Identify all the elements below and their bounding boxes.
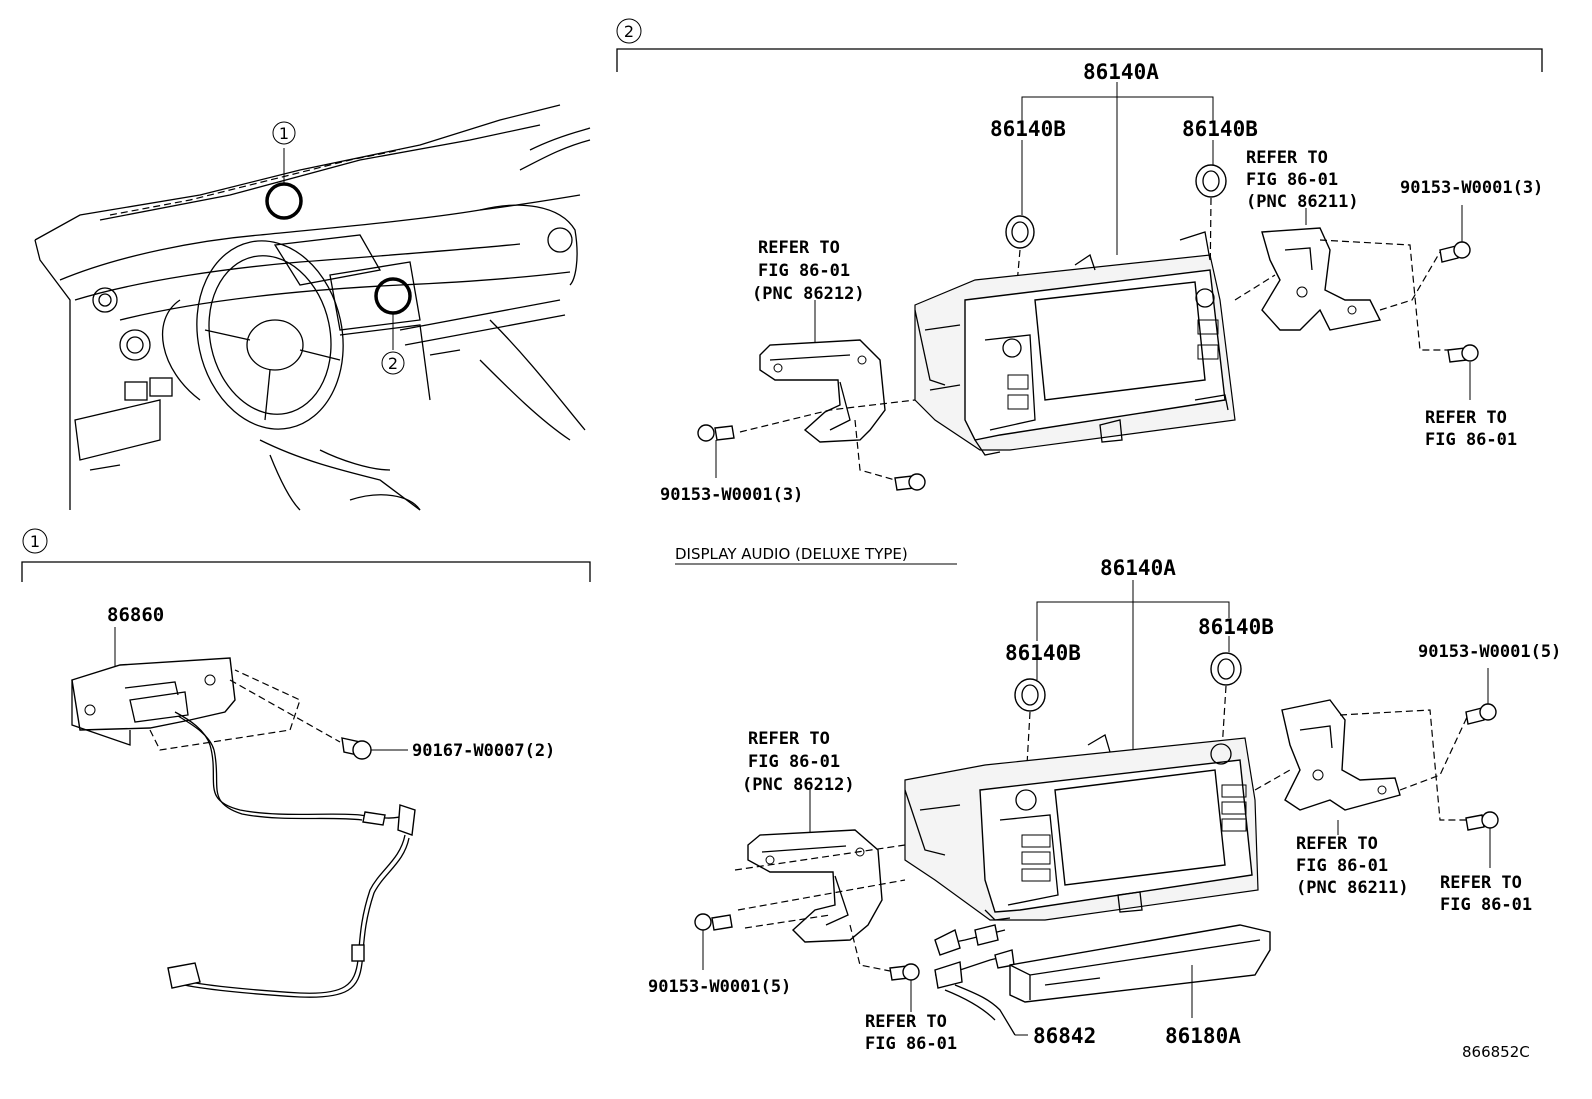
refer-top-right-line3: (PNC 86211) (1246, 192, 1359, 212)
label-86140b-bottom-left: 86140B (1005, 641, 1081, 665)
refer-top-left-line3: (PNC 86212) (752, 284, 865, 304)
label-86140b-top-left: 86140B (990, 117, 1066, 141)
refer-bottom-mid-line3: (PNC 86211) (1296, 878, 1409, 898)
label-90167-w0007: 90167-W0007(2) (412, 741, 555, 761)
refer-top-bottom-right-line1: REFER TO (1425, 408, 1507, 428)
label-86860: 86860 (107, 604, 164, 626)
refer-bottom-left-line2: FIG 86-01 (748, 752, 840, 772)
label-86842: 86842 (1033, 1024, 1096, 1048)
refer-bottom-right-line2: FIG 86-01 (1440, 895, 1532, 915)
label-90153-top-right: 90153-W0001(3) (1400, 178, 1543, 198)
refer-top-bottom-right-line2: FIG 86-01 (1425, 430, 1517, 450)
refer-bottom-right-line1: REFER TO (1440, 873, 1522, 893)
section-1 (21, 528, 591, 998)
label-86140b-bottom-right: 86140B (1198, 615, 1274, 639)
refer-top-left-line1: REFER TO (758, 238, 840, 258)
refer-bottom-left-line1: REFER TO (748, 729, 830, 749)
callout-1-overview: 1 (279, 124, 289, 143)
section-2-top (616, 18, 1543, 491)
label-90153-bottom-left: 90153-W0001(5) (648, 977, 791, 997)
dashboard-overview (34, 104, 591, 511)
label-86140a-bottom: 86140A (1100, 556, 1176, 580)
refer-top-right-line2: FIG 86-01 (1246, 170, 1338, 190)
section-2-bottom (675, 563, 1499, 1036)
figure-code: 866852C (1462, 1043, 1530, 1061)
label-86140b-top-right: 86140B (1182, 117, 1258, 141)
callout-2-overview: 2 (388, 354, 398, 373)
caption-deluxe: DISPLAY AUDIO (DELUXE TYPE) (675, 545, 908, 563)
refer-bottom-left-line3: (PNC 86212) (742, 775, 855, 795)
label-90153-top-left: 90153-W0001(3) (660, 485, 803, 505)
callout-1-section: 1 (30, 532, 40, 551)
refer-bottom-mid-line1: REFER TO (1296, 834, 1378, 854)
refer-top-right-line1: REFER TO (1246, 148, 1328, 168)
refer-bottom-center-line1: REFER TO (865, 1012, 947, 1032)
label-86140a-top: 86140A (1083, 60, 1159, 84)
refer-bottom-center-line2: FIG 86-01 (865, 1034, 957, 1054)
callout-2-section: 2 (624, 22, 634, 41)
refer-top-left-line2: FIG 86-01 (758, 261, 850, 281)
label-90153-bottom-right: 90153-W0001(5) (1418, 642, 1561, 662)
refer-bottom-mid-line2: FIG 86-01 (1296, 856, 1388, 876)
label-86180a: 86180A (1165, 1024, 1241, 1048)
